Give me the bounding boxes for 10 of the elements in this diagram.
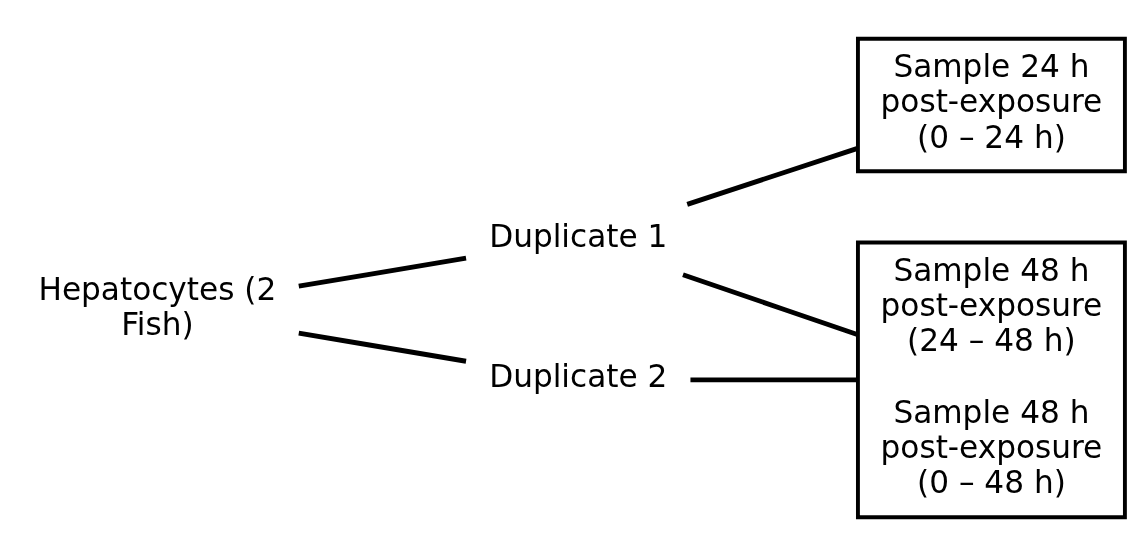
connector (690, 376, 858, 382)
connector (298, 255, 467, 289)
node-box: Sample 48 h post-exposure (24 – 48 h) Sample 48 h post-exposure (0 – 48 h) (856, 240, 1127, 519)
node-text: Hepatocytes (2 Fish) (38, 270, 277, 342)
connector (686, 145, 859, 207)
connector (682, 271, 858, 337)
node-text: Duplicate 1 (489, 217, 668, 254)
node-box: Sample 24 h post-exposure (0 – 24 h) (856, 36, 1127, 173)
node-text: Duplicate 2 (489, 357, 668, 394)
connector (298, 330, 467, 364)
